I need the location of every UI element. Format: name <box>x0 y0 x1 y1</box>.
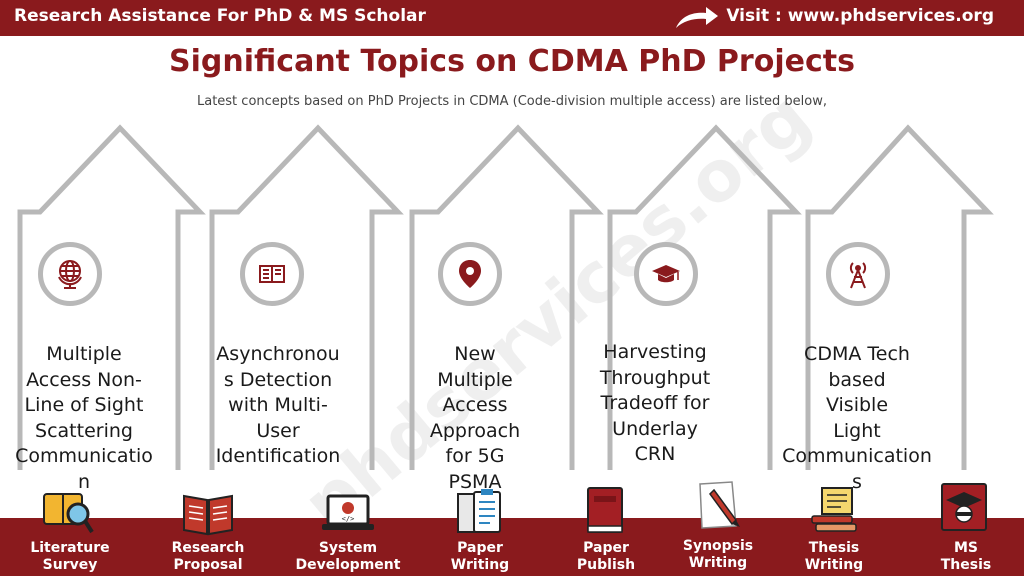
website-link[interactable]: Visit : www.phdservices.org <box>726 6 994 26</box>
service-paper-publish[interactable]: Paper Publish <box>576 540 636 573</box>
arrow-outline-3 <box>409 124 604 470</box>
location-pin-icon <box>438 242 502 306</box>
page-title: Significant Topics on CDMA PhD Projects <box>169 44 855 79</box>
pen-paper-icon <box>699 481 740 529</box>
page-subtitle: Latest concepts based on PhD Projects in… <box>196 94 828 109</box>
clipboard-icon <box>457 489 501 533</box>
service-synopsis-writing[interactable]: Synopsis Writing <box>682 538 754 571</box>
arrow-outline-5 <box>805 124 994 470</box>
laptop-code-icon: </> <box>322 494 374 530</box>
topic-5-text: CDMA Tech based Visible Light Communicat… <box>782 343 932 493</box>
topic-2-text: Asynchronou s Detection with Multi- User… <box>215 343 341 467</box>
graduation-cap-icon <box>634 242 698 306</box>
topic-3-text: New Multiple Access Approach for 5G PSMA <box>429 343 521 493</box>
scroll-stack-icon <box>811 487 857 532</box>
topic-1-text: Multiple Access Non- Line of Sight Scatt… <box>15 343 153 493</box>
tagline: Research Assistance For PhD & MS Scholar <box>14 6 426 26</box>
service-research-proposal[interactable]: Research Proposal <box>171 540 245 573</box>
arrow-outline-1 <box>17 124 206 470</box>
svg-text:</>: </> <box>342 515 355 523</box>
service-system-development[interactable]: System Development <box>295 540 401 573</box>
service-thesis-writing[interactable]: Thesis Writing <box>804 540 864 573</box>
graduate-book-icon <box>941 483 987 531</box>
book-cover-icon <box>587 487 623 533</box>
antenna-tower-icon <box>826 242 890 306</box>
globe-icon <box>38 242 102 306</box>
service-literature-survey[interactable]: Literature Survey <box>30 540 110 573</box>
open-book-icon <box>183 494 233 536</box>
service-ms-thesis[interactable]: MS Thesis <box>940 540 992 573</box>
book-icon <box>240 242 304 306</box>
arrow-outline-4 <box>607 124 802 470</box>
service-paper-writing[interactable]: Paper Writing <box>450 540 510 573</box>
top-banner: Research Assistance For PhD & MS Scholar… <box>0 0 1024 36</box>
arrow-outline-2 <box>209 124 404 470</box>
curved-arrow-icon <box>676 7 718 28</box>
magnifier-book-icon <box>43 493 94 534</box>
topic-4-text: Harvesting Throughput Tradeoff for Under… <box>599 341 711 465</box>
